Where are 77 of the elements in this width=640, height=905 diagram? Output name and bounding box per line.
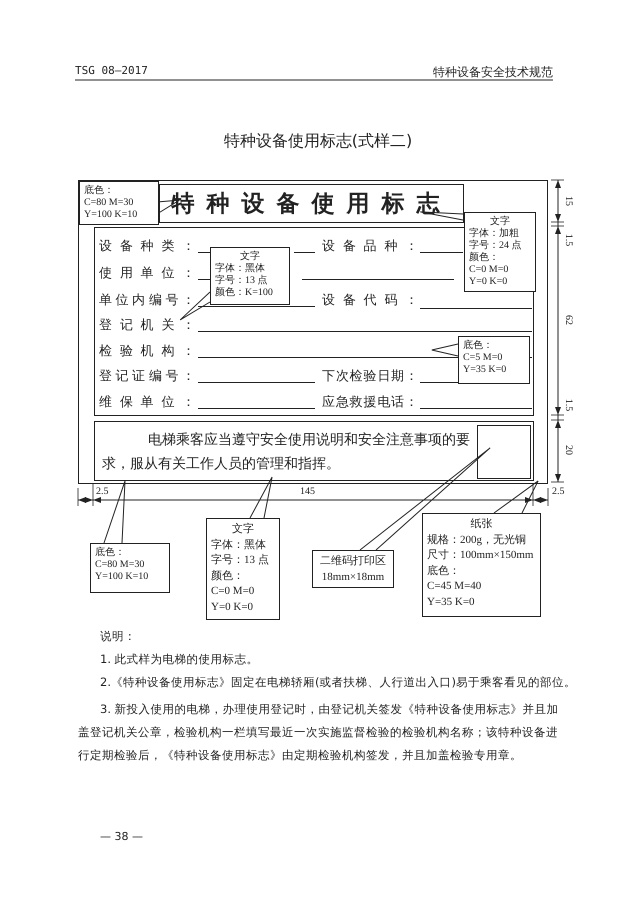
field-label: 应急救援电话： <box>322 394 418 410</box>
field-label: 设备品种： <box>322 238 418 254</box>
callout-tail <box>180 292 210 320</box>
field-label: 登记机关： <box>99 317 195 333</box>
notice-panel <box>94 421 534 481</box>
notes-heading: 说明： <box>100 629 136 644</box>
dimension-label: 145 <box>300 486 315 497</box>
callout-text: 文字 <box>489 216 511 228</box>
field-label: 单位内编号： <box>99 292 195 308</box>
header-text: 特种设备安全技术规范 <box>433 64 553 81</box>
callout-text: C=80 M=30 <box>84 197 134 209</box>
callout-text: 颜色： <box>469 252 500 264</box>
note-text: 3. 新投入使用的电梯，办理使用登记时，由登记机关签发《特种设备使用标志》并且加盖登记机关公章，检验机构一栏填写最近一次实施监督检验的检验机构名称；该特种设备进行定期检验后，《特种设备使用标志》由定期检验机构签发，并且加盖检验专用章。 <box>78 701 560 764</box>
callout-text: C=0 M=0 <box>211 584 256 599</box>
callout-text: 规格：200g，无光铜 <box>427 532 527 548</box>
field-label: 设备种类： <box>99 238 195 254</box>
callout-text: C=0 M=0 <box>469 264 510 276</box>
callout-text: 文字 <box>239 251 261 263</box>
diagram-title: 特种设备使用标志(式样二) <box>222 131 414 152</box>
callout-text: Y=35 K=0 <box>463 364 508 376</box>
callout-text: 字号：13 点 <box>215 275 268 286</box>
callout-text: 二维码打印区 <box>319 554 387 569</box>
qr-code-area <box>477 425 531 479</box>
notice-text: 电梯乘客应当遵守安全使用说明和安全注意事项的要求，服从有关工作人员的管理和指挥。 <box>102 431 471 474</box>
callout-tail <box>431 344 458 356</box>
callout-text: C=45 M=40 <box>427 579 482 594</box>
callout-tail <box>494 480 539 514</box>
field-label: 登记证编号： <box>99 368 195 384</box>
callout-text: C=80 M=30 <box>95 559 146 571</box>
note-text: 1. 此式样为电梯的使用标志。 <box>100 652 259 667</box>
callout-text: Y=0 K=0 <box>469 276 508 288</box>
callout-text: 底色： <box>463 340 494 352</box>
dimension-label: 15 <box>562 195 574 208</box>
callout-text: 18mm×18mm <box>320 570 386 584</box>
callout-text: 颜色：K=100 <box>215 287 274 299</box>
callout-text: 字体：黑体 <box>211 538 267 552</box>
callout-tail <box>360 447 491 550</box>
callout-text: 字号：24 点 <box>469 240 522 252</box>
callout-text: Y=0 K=0 <box>211 600 254 614</box>
callout-tail <box>104 480 126 544</box>
callout-text: 底色： <box>95 547 126 559</box>
callout-text: 底色： <box>84 185 115 197</box>
callout-box <box>90 543 170 593</box>
field-label: 使用单位： <box>99 265 195 281</box>
page-number: — 38 — <box>100 830 143 843</box>
callout-text: 尺寸：100mm×150mm <box>427 548 534 563</box>
field-label: 维保单位： <box>99 394 195 410</box>
callout-text: C=5 M=0 <box>463 352 504 364</box>
dimension-label: 62 <box>562 314 574 327</box>
field-label: 下次检验日期： <box>322 368 418 384</box>
callout-tail <box>250 476 273 518</box>
callout-text: 颜色： <box>211 568 245 584</box>
callout-text: Y=35 K=0 <box>427 594 476 610</box>
title-band <box>159 184 464 223</box>
callout-text: 字号：13 点 <box>211 553 270 568</box>
header-text: TSG 08—2017 <box>75 64 148 77</box>
callout-text: Y=100 K=10 <box>95 571 150 583</box>
callout-tail <box>420 211 464 220</box>
dimension-label: 1.5 <box>562 232 574 248</box>
callout-box <box>422 513 541 617</box>
callout-text: 字体：黑体 <box>215 263 266 274</box>
callout-box <box>312 550 394 588</box>
callout-text: 字体：加粗 <box>469 228 520 240</box>
field-label: 检验机构： <box>99 343 195 359</box>
callout-text: 底色： <box>427 564 461 578</box>
dimension-label: 1.5 <box>562 398 574 413</box>
note-text: 2.《特种设备使用标志》固定在电梯轿厢(或者扶梯、人行道出入口)易于乘客看见的部位。 <box>100 675 576 690</box>
dimension-label: 2.5 <box>552 486 564 497</box>
callout-text: Y=100 K=10 <box>84 209 138 221</box>
dimension-label: 2.5 <box>96 486 108 497</box>
field-label: 设备代码： <box>322 292 418 308</box>
callout-box <box>464 212 536 292</box>
callout-text: 文字 <box>231 522 255 537</box>
callout-box <box>206 518 280 620</box>
callout-text: 纸张 <box>470 517 494 532</box>
dimension-label: 20 <box>562 444 574 457</box>
callout-box <box>79 181 159 225</box>
